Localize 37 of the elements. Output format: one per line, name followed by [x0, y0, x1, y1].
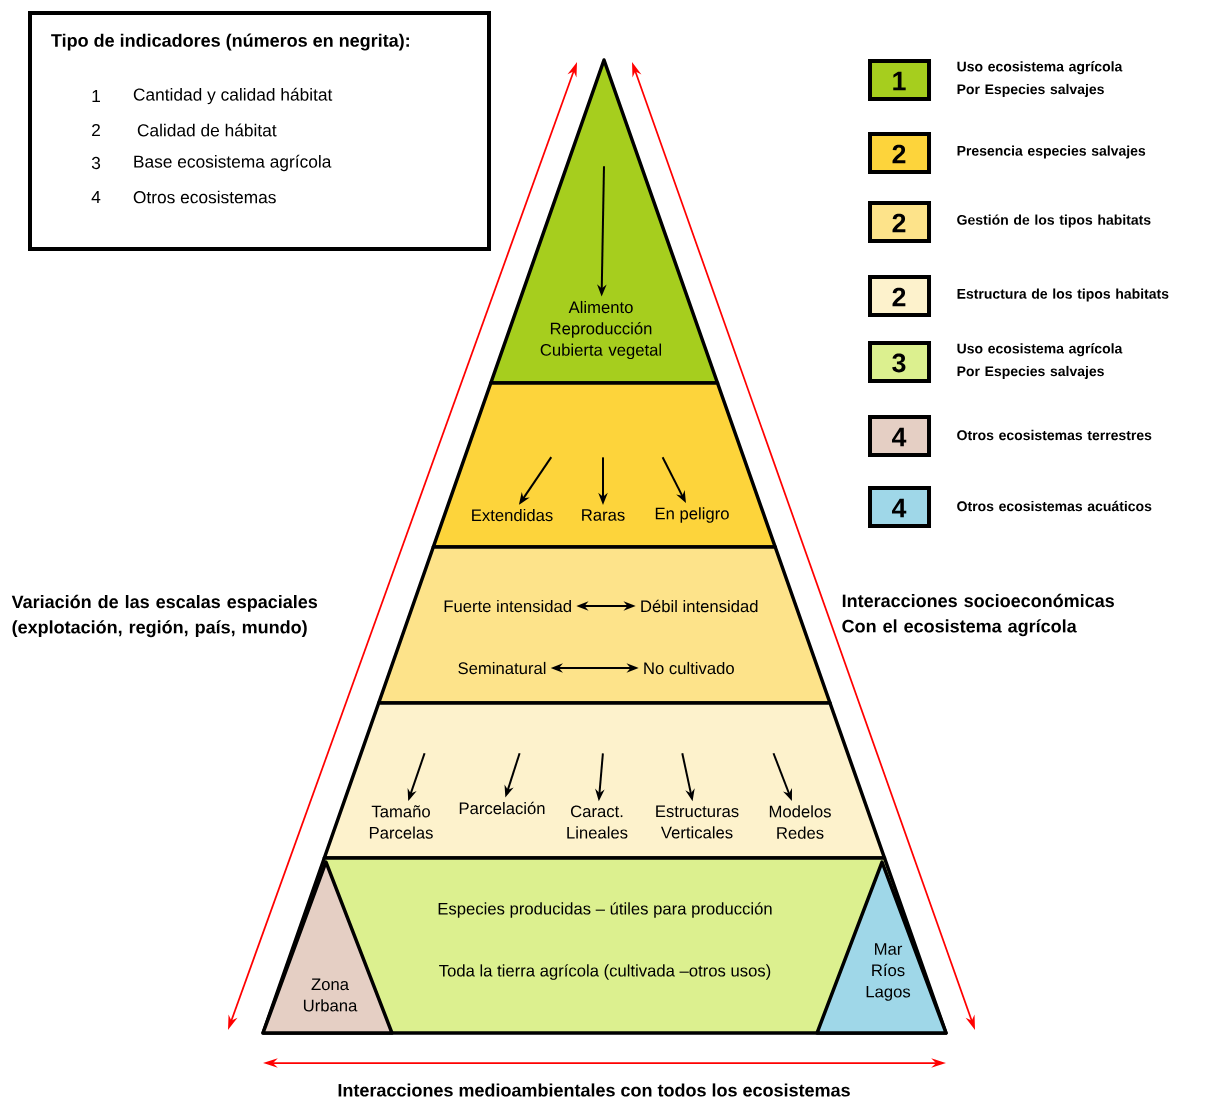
text-label: Fuerte intensidad: [444, 599, 571, 613]
legend-text: Gestión de los tipos habitats: [957, 214, 1151, 228]
swatch-number: 4: [892, 427, 907, 447]
swatch-number: 2: [892, 144, 906, 164]
text-label: Estructuras Verticales: [656, 805, 739, 839]
corner-triangle: Zona Urbana: [261, 860, 394, 1035]
text-label: Tamaño Parcelas: [369, 805, 433, 839]
pyramid-layer: [322, 701, 887, 860]
text-label: En peligro: [655, 507, 729, 523]
text-label: Parcelación: [459, 801, 545, 815]
swatch-number: 3: [892, 353, 906, 373]
text-label: Seminatural: [458, 661, 546, 675]
legend-text: Presencia especies salvajes: [957, 145, 1146, 159]
swatch-number: 2: [892, 287, 906, 307]
pyramid-layer: [489, 58, 720, 385]
text-label: Raras: [582, 509, 625, 521]
text-label: Alimento Reproducción Cubierta vegetal: [540, 300, 661, 360]
axis-label: Interacciones medioambientales con todos los ecosistemas: [338, 1083, 850, 1097]
indicator-key-box: Tipo de indicadores (números en negrita): 1 Cantidad y calidad hábitat 2 Calidad de hábitat 3 Base ecosistema agrícola 4 Otros ecosistemas: [28, 11, 491, 251]
text-label: Débil intensidad: [641, 599, 758, 613]
text-label: No cultivado: [644, 661, 734, 675]
legend-text: Otros ecosistemas acuáticos: [957, 500, 1152, 512]
swatch-number: 2: [892, 213, 906, 233]
pyramid-layer: [376, 545, 832, 705]
text-label: Extendidas: [472, 508, 553, 522]
pyramid-layer: [431, 381, 777, 549]
legend-text: Otros ecosistemas terrestres: [957, 429, 1152, 441]
text-label: Modelos Redes: [769, 805, 831, 839]
legend-text: Uso ecosistema agrícola Por Especies salvajes: [957, 343, 1123, 379]
corner-triangle: Mar Ríos Lagos: [815, 860, 948, 1035]
axis-label: Variación de las escalas espaciales (explotación, región, país, mundo): [11, 594, 318, 638]
legend-text: Uso ecosistema agrícola Por Especies salvajes: [957, 61, 1123, 97]
swatch-number: 1: [893, 71, 906, 91]
legend-text: Estructura de los tipos habitats: [957, 288, 1169, 302]
text-label: Caract. Lineales: [567, 805, 628, 839]
axis-label: Interacciones socioeconómicas Con el ecosistema agrícola: [842, 593, 1114, 637]
swatch-number: 4: [892, 498, 907, 518]
